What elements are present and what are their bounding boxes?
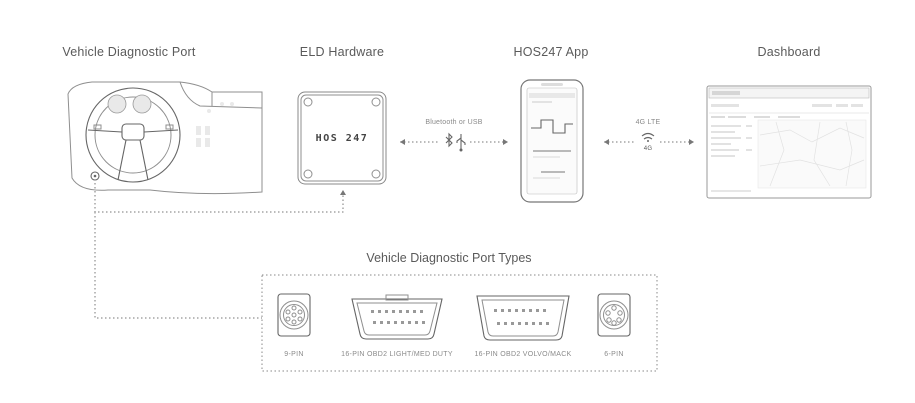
port-types-box <box>261 274 658 372</box>
lte-badge-label: 4G <box>644 146 653 152</box>
port-label-16-pin-light: 16-PIN OBD2 LIGHT/MED DUTY <box>341 351 453 358</box>
dashboard-screen-illustration <box>706 85 872 199</box>
port-connectors <box>94 183 346 319</box>
title-vehicle-port: Vehicle Diagnostic Port <box>62 45 195 59</box>
bluetooth-usb-connection: Bluetooth or USB <box>400 119 508 152</box>
device-brand-label: HOS 247 <box>316 133 369 144</box>
steering-wheel-icon <box>85 87 181 183</box>
dashboard-map <box>757 119 867 189</box>
port-label-9-pin: 9-PIN <box>284 351 303 358</box>
port-label-6-pin: 6-PIN <box>604 351 623 358</box>
port-16-pin-volvo: 16-PIN OBD2 VOLVO/MACK <box>474 295 571 358</box>
dash-buttons <box>196 102 234 147</box>
title-eld-hardware: ELD Hardware <box>300 45 384 59</box>
eld-device-illustration: HOS 247 <box>297 91 387 185</box>
bluetooth-icon <box>445 132 453 148</box>
title-dashboard: Dashboard <box>758 45 821 59</box>
port-16-pin-light: 16-PIN OBD2 LIGHT/MED DUTY <box>341 294 453 358</box>
lte-connection: 4G LTE 4G <box>604 119 694 152</box>
port-types-title: Vehicle Diagnostic Port Types <box>366 251 531 265</box>
connection-label-lte: 4G LTE <box>636 119 661 126</box>
diagnostic-port-icon <box>90 171 100 181</box>
usb-icon <box>456 134 466 150</box>
smartphone-illustration <box>520 79 584 203</box>
connection-label-bluetooth-usb: Bluetooth or USB <box>425 119 482 126</box>
port-label-16-pin-volvo: 16-PIN OBD2 VOLVO/MACK <box>474 351 571 358</box>
title-app: HOS247 App <box>514 45 589 59</box>
wifi-signal-icon <box>641 132 655 142</box>
port-6-pin: 6-PIN <box>597 293 631 358</box>
port-9-pin: 9-PIN <box>277 293 311 358</box>
vehicle-dashboard-illustration <box>67 81 263 195</box>
